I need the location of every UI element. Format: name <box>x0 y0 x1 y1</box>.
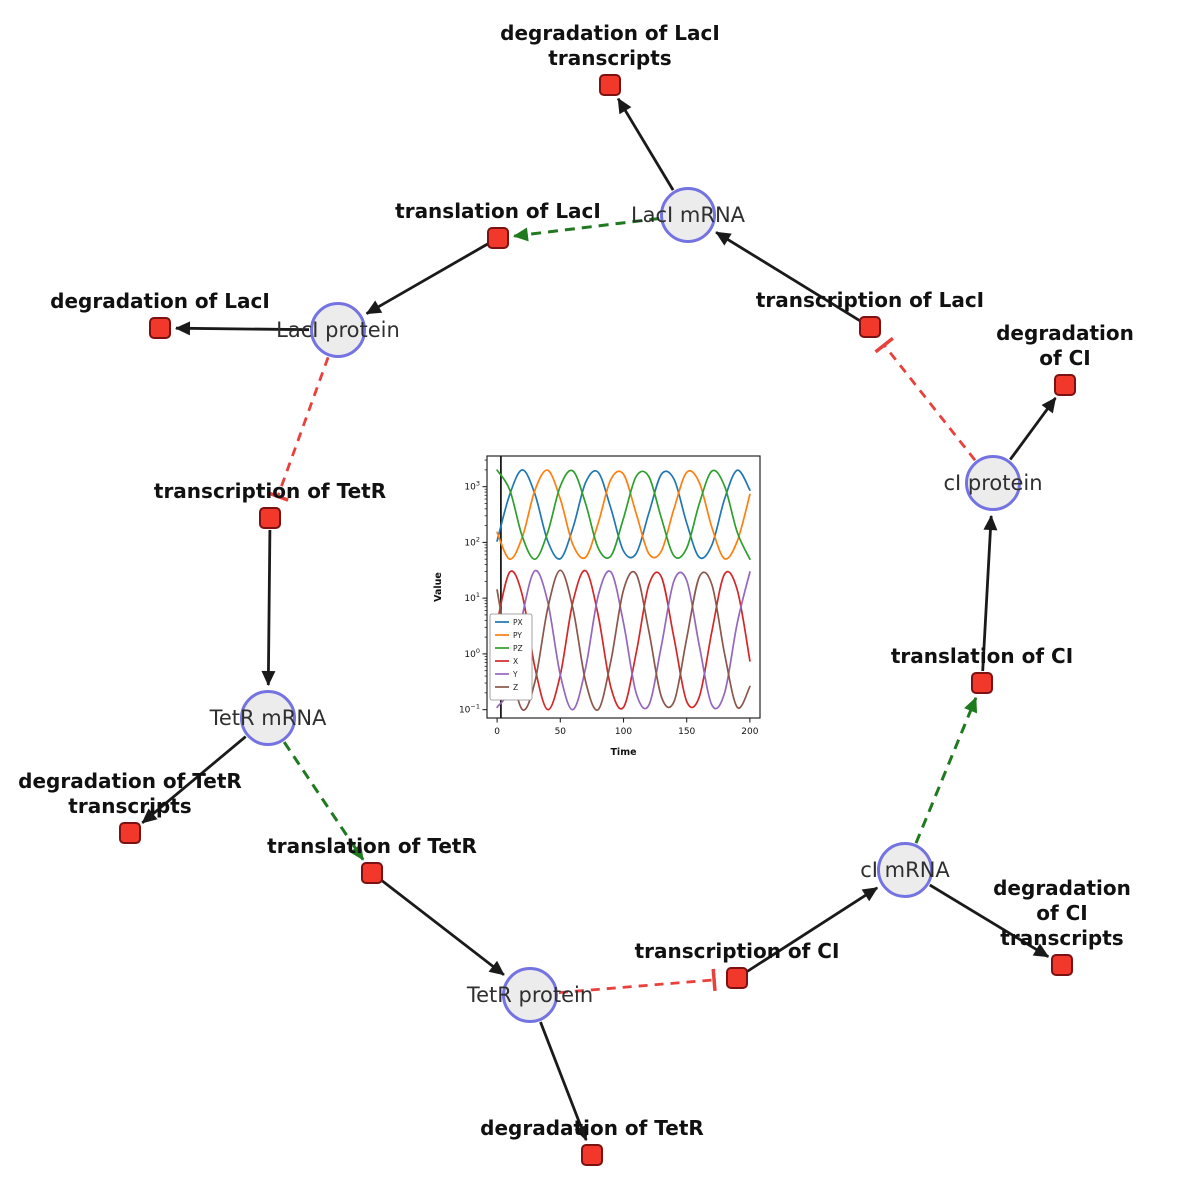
edge-tetr_protein-deg_tetr <box>539 1021 588 1142</box>
edge-tc_laci-laci_mrna <box>715 231 861 322</box>
edge-tc_ci-ci_mrna <box>746 886 879 973</box>
reaction-node-deg-tetr-tx[interactable] <box>119 822 141 844</box>
reaction-node-deg-laci-tx[interactable] <box>599 74 621 96</box>
series-pz <box>496 469 751 561</box>
species-node-laci-protein[interactable] <box>310 302 366 358</box>
edge-tl_tetr-tetr_protein <box>380 879 505 976</box>
edge-tl_laci-laci_protein <box>365 242 489 315</box>
edge-tetr_mrna-deg_tetr_tx <box>141 735 247 824</box>
x-tick-label: 0 <box>494 727 500 737</box>
y-tick-label: 102 <box>464 535 480 548</box>
edge-ci_mrna-tl_ci <box>914 696 978 844</box>
x-tick-label: 100 <box>615 727 632 737</box>
reaction-node-deg-ci[interactable] <box>1054 374 1076 396</box>
series-z <box>496 569 751 711</box>
edge-tetr_mrna-tl_tetr <box>282 741 365 861</box>
reaction-node-tc-laci[interactable] <box>859 316 881 338</box>
y-axis-label: Value <box>433 572 444 602</box>
species-node-tetr-mrna[interactable] <box>240 690 296 746</box>
species-node-ci-protein[interactable] <box>965 455 1021 511</box>
species-node-tetr-protein[interactable] <box>502 967 558 1023</box>
x-tick-label: 200 <box>741 727 758 737</box>
reaction-node-deg-laci[interactable] <box>149 317 171 339</box>
edge-tc_tetr-tetr_mrna <box>261 529 276 686</box>
legend-label-z: Z <box>513 683 518 692</box>
series-px <box>496 469 751 560</box>
reaction-node-deg-tetr[interactable] <box>581 1144 603 1166</box>
reaction-node-tl-ci[interactable] <box>971 672 993 694</box>
edge-tetr_protein-tc_ci <box>558 968 717 994</box>
edge-ci_protein-tc_laci <box>874 336 977 462</box>
edge-laci_mrna-tl_laci <box>512 217 660 242</box>
edge-laci_protein-tc_tetr <box>266 356 330 502</box>
reaction-node-tc-ci[interactable] <box>726 967 748 989</box>
legend-label-px: PX <box>513 618 523 627</box>
edge-tl_ci-ci_protein <box>981 515 998 672</box>
reaction-node-deg-ci-tx[interactable] <box>1051 954 1073 976</box>
legend-label-py: PY <box>513 631 522 640</box>
legend-label-pz: PZ <box>513 644 523 653</box>
edge-laci_mrna-deg_laci_tx <box>616 97 675 191</box>
y-tick-label: 10−1 <box>459 703 480 716</box>
edge-ci_protein-deg_ci <box>1009 397 1057 461</box>
x-tick-label: 150 <box>678 727 695 737</box>
legend-label-x: X <box>513 657 518 666</box>
series-py <box>496 469 751 561</box>
species-node-ci-mrna[interactable] <box>877 842 933 898</box>
edge-ci_mrna-deg_ci_tx <box>929 883 1050 958</box>
reaction-node-tl-tetr[interactable] <box>361 862 383 884</box>
x-tick-label: 50 <box>555 727 567 737</box>
legend-label-y: Y <box>512 670 518 679</box>
reaction-node-tc-tetr[interactable] <box>259 507 281 529</box>
series-y <box>496 569 751 711</box>
y-tick-label: 100 <box>464 647 480 660</box>
y-tick-label: 103 <box>464 480 480 493</box>
y-tick-label: 101 <box>464 591 480 604</box>
x-axis-label: Time <box>610 747 636 758</box>
series-x <box>496 569 751 711</box>
reaction-node-tl-laci[interactable] <box>487 227 509 249</box>
edge-laci_protein-deg_laci <box>175 321 310 336</box>
species-node-laci-mrna[interactable] <box>660 187 716 243</box>
